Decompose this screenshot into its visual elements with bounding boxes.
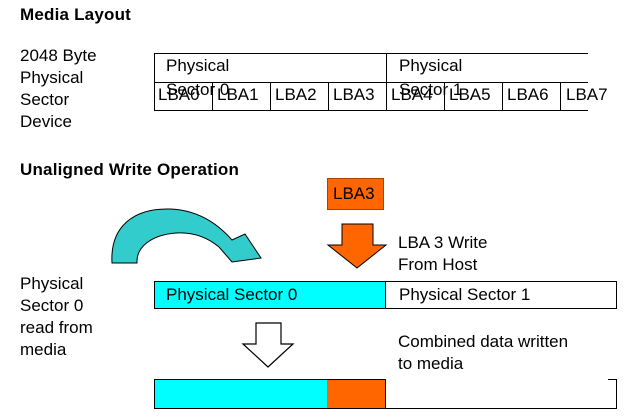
lba-cell-clipped: LBA7 [564, 83, 608, 109]
host-write-label-line: From Host [398, 255, 478, 274]
read-label-line: read from [20, 318, 93, 337]
device-label-line: Sector [20, 90, 70, 109]
lba-cell: LBA3 [333, 85, 375, 104]
read-curved-arrow-shape [111, 208, 262, 264]
table-top-border [154, 53, 588, 54]
combined-sector-1-right [616, 379, 617, 409]
physical-sector-0-label: Physical Sector 0 [166, 56, 230, 99]
table-bottom-border [154, 110, 588, 111]
lba-divider [270, 82, 271, 110]
host-write-label-line: LBA 3 Write [398, 233, 488, 252]
lba-cell: LBA2 [275, 85, 317, 104]
read-sector-1-label: Physical Sector 1 [399, 285, 531, 304]
lba-divider [328, 82, 329, 110]
combined-label-line: to media [398, 354, 464, 373]
lba-cell: LBA0 [158, 85, 200, 104]
combined-sector-1-bottom [385, 408, 617, 409]
unaligned-write-heading: Unaligned Write Operation [20, 160, 240, 179]
lba-cell: LBA5 [449, 85, 491, 104]
lba-cell: LBA1 [217, 85, 259, 104]
combined-label-line: Combined data written [398, 332, 569, 351]
device-label-line: Physical [20, 68, 84, 87]
table-mid-border [154, 82, 588, 83]
lba-cell: LBA6 [507, 85, 549, 104]
host-lba3-label: LBA3 [333, 184, 375, 203]
read-from-media-label: Physical Sector 0 read from media [20, 273, 93, 361]
device-label-line: Device [20, 112, 72, 131]
lba-divider [444, 82, 445, 110]
combined-data-label: Combined data written to media [398, 331, 568, 375]
lba-divider [560, 82, 561, 110]
read-label-line: Sector 0 [20, 296, 84, 315]
table-left-border [154, 53, 155, 110]
read-sector-0-buffer: Physical Sector 0 [154, 281, 386, 309]
host-lba3-block: LBA3 [327, 178, 384, 210]
lba-divider [502, 82, 503, 110]
read-sector-1-buffer: Physical Sector 1 [385, 281, 617, 309]
host-write-label: LBA 3 Write From Host [398, 232, 487, 276]
media-layout-heading: Media Layout [20, 5, 132, 24]
read-label-line: Physical [20, 274, 84, 293]
lba-divider [212, 82, 213, 110]
read-label-line: media [20, 340, 67, 359]
lba-cell: LBA7 [566, 85, 608, 104]
combined-sector-1-top-stub [608, 379, 617, 380]
device-label: 2048 Byte Physical Sector Device [20, 45, 97, 133]
combined-cyan-segment [154, 379, 328, 409]
combined-orange-segment [327, 379, 386, 409]
physical-sector-1-label: Physical Sector 1 [399, 56, 463, 99]
sector-divider [386, 53, 387, 110]
combine-down-arrow-shape [241, 322, 295, 368]
lba-cell: LBA4 [391, 85, 433, 104]
combined-sector-divider [385, 379, 386, 409]
host-write-arrow-shape [326, 223, 388, 269]
device-label-line: 2048 Byte [20, 46, 97, 65]
read-sector-0-label: Physical Sector 0 [166, 285, 298, 304]
